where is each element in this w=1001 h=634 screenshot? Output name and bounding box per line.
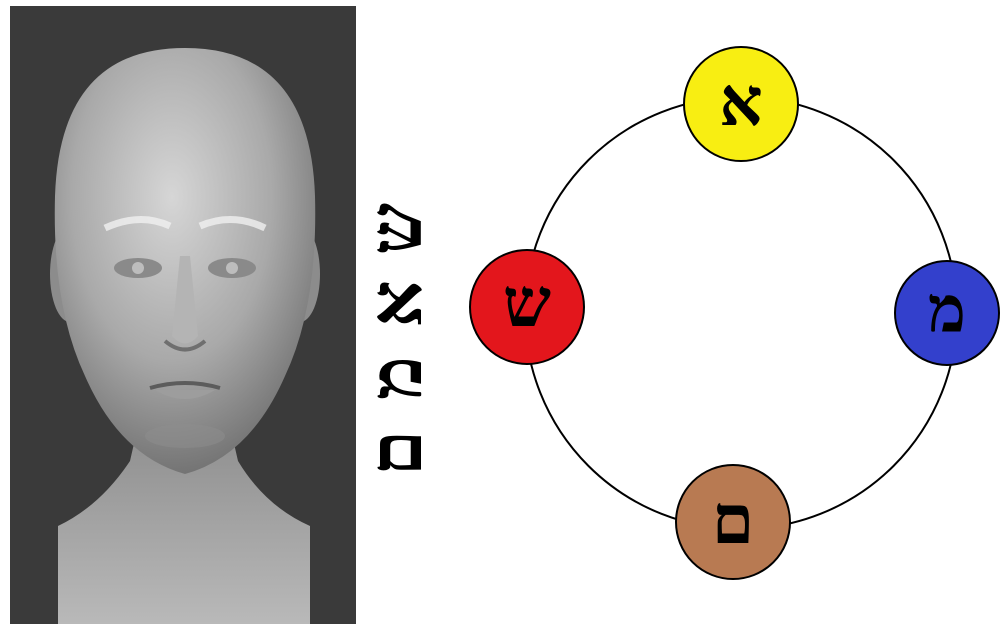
head-render-image	[10, 6, 356, 624]
node-left-letter: ש	[503, 263, 551, 343]
node-right-circle	[894, 260, 1000, 366]
node-right-letter: מ	[928, 273, 966, 348]
node-top-circle	[683, 46, 799, 162]
node-bottom-circle	[675, 464, 791, 580]
head-illustration	[50, 48, 320, 624]
node-bottom: ם	[675, 464, 791, 580]
node-right: מ	[894, 260, 1000, 366]
node-left-circle	[469, 249, 585, 365]
vertical-hebrew-word: ש א מ ם	[353, 196, 439, 486]
node-top: א	[683, 46, 799, 162]
node-bottom-letter: ם	[712, 480, 754, 560]
vertical-letter-aleph: א	[353, 279, 439, 328]
vertical-letter-mem: מ	[353, 356, 439, 401]
vertical-letter-shin: ש	[353, 202, 439, 256]
letter-circle-diagram: א ש מ ם	[430, 0, 1001, 630]
vertical-letter-final-mem: ם	[353, 429, 439, 477]
node-top-letter: א	[719, 62, 763, 142]
node-left: ש	[469, 249, 585, 365]
